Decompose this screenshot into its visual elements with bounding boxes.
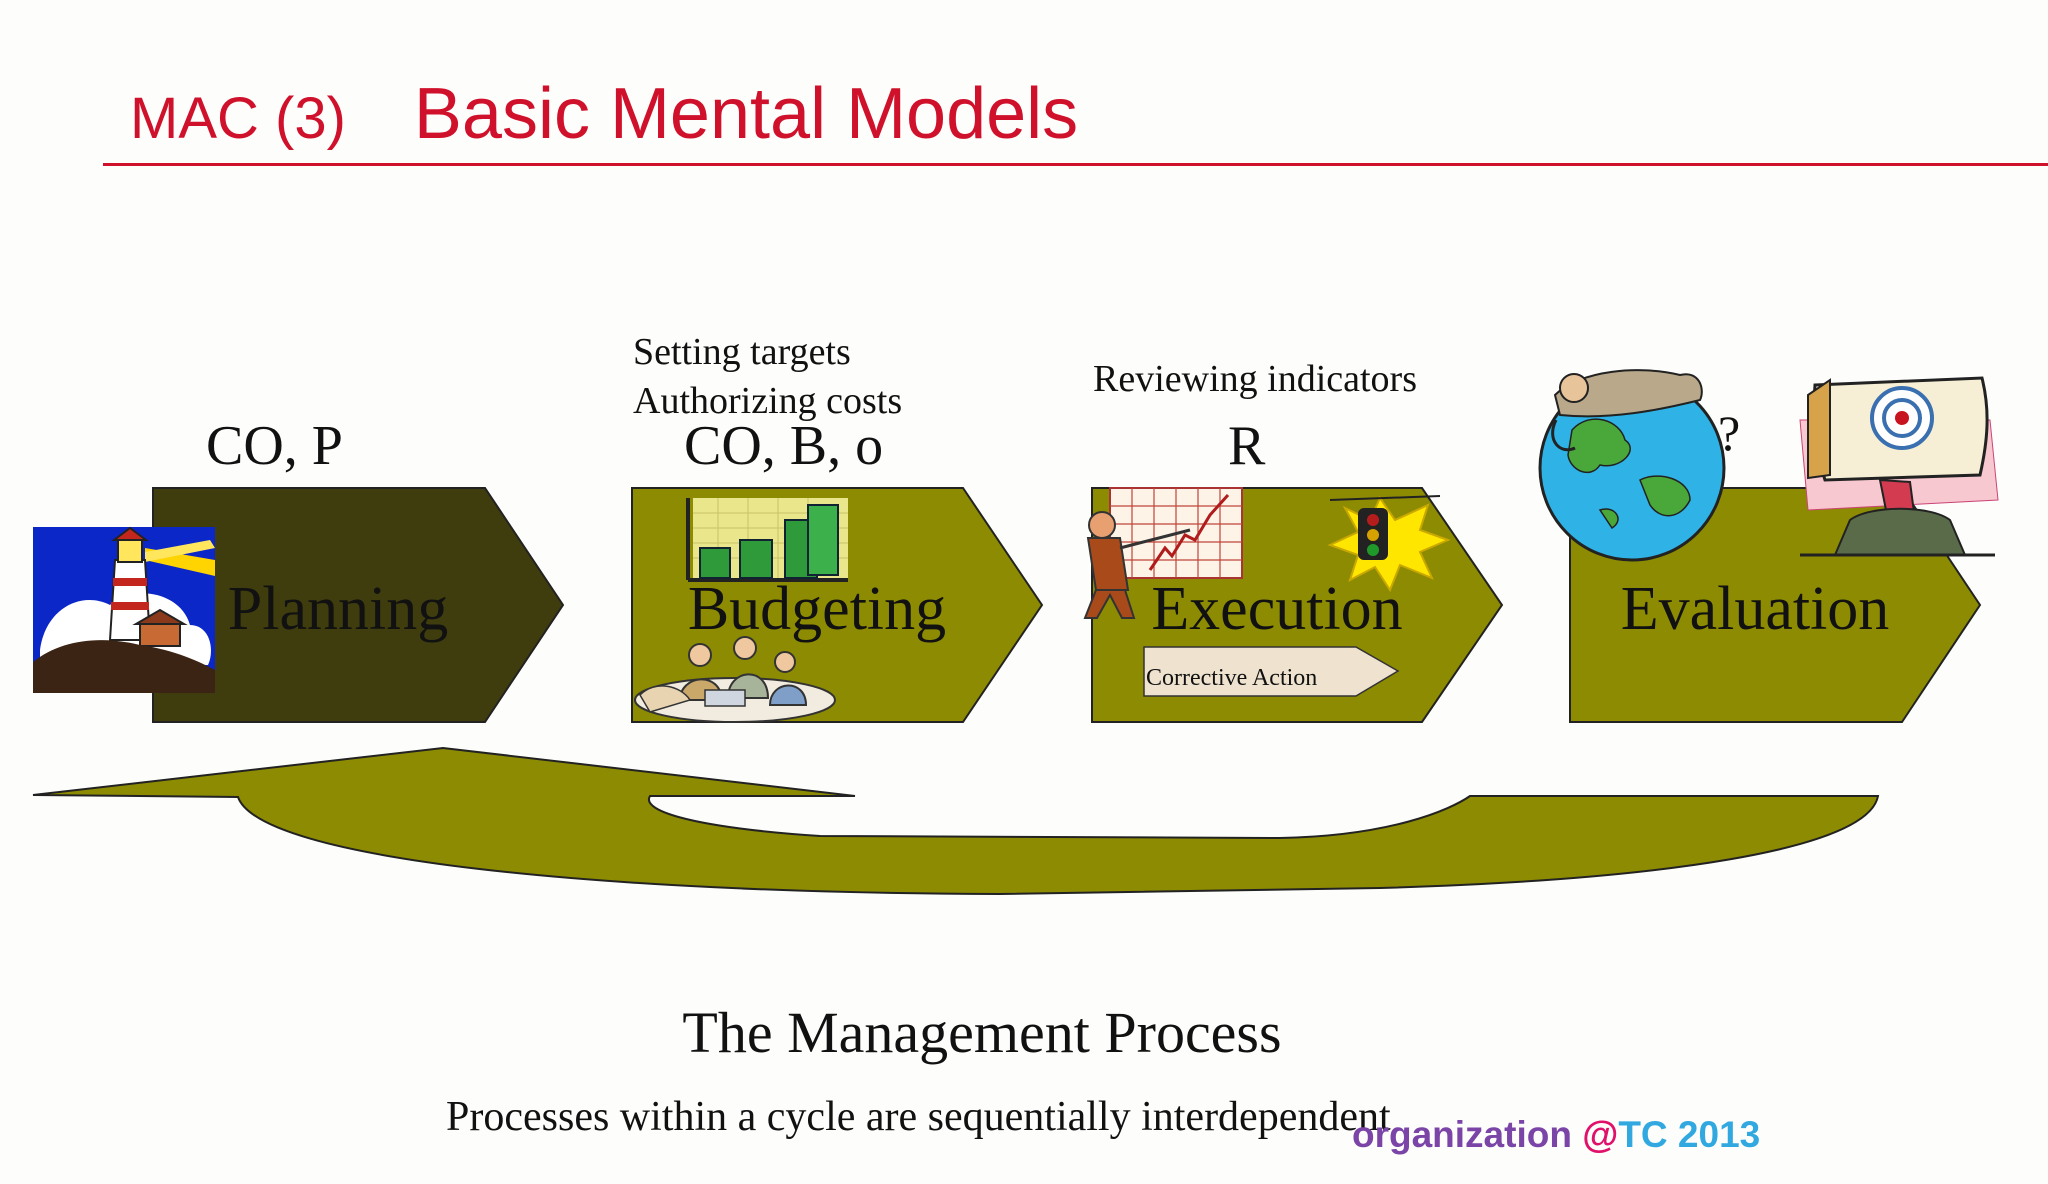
slide-title: MAC (3)Basic Mental Models [130, 78, 1078, 150]
watermark-org: organization [1352, 1114, 1572, 1155]
corrective-action-label: Corrective Action [1146, 665, 1318, 691]
stage-label-planning: Planning [227, 575, 449, 643]
code-planning: CO, P [206, 415, 343, 477]
stage-label-execution: Execution [1151, 575, 1403, 643]
process-subtitle: Processes within a cycle are sequentiall… [446, 1094, 1391, 1140]
target-person-icon [1799, 376, 1999, 557]
money-chart-icon [686, 498, 848, 582]
meeting-people-icon [634, 636, 836, 723]
code-budgeting: CO, B, o [684, 415, 884, 477]
slide-title-prefix: MAC (3) [130, 86, 346, 151]
budgeting-note-1: Setting targets [633, 331, 851, 373]
slide-title-main: Basic Mental Models [413, 74, 1079, 154]
execution-note-1: Reviewing indicators [1093, 358, 1417, 400]
stage-label-evaluation: Evaluation [1620, 575, 1890, 643]
watermark-at: @ [1582, 1114, 1619, 1155]
lighthouse-icon [33, 526, 215, 693]
title-underline [103, 163, 2048, 166]
watermark-year: TC 2013 [1618, 1114, 1761, 1155]
globe-thinker-icon: ? [1538, 369, 1740, 562]
budgeting-note-2: Authorizing costs [633, 380, 903, 422]
corrective-action-arrow [1143, 646, 1400, 697]
traffic-light-icon [1327, 495, 1451, 593]
process-title: The Management Process [682, 1000, 1282, 1065]
code-execution: R [1228, 415, 1266, 477]
presenter-chart-icon [1083, 487, 1243, 619]
question-mark: ? [1718, 405, 1740, 461]
stage-label-budgeting: Budgeting [687, 575, 947, 643]
watermark: organization @TC 2013 [1352, 1116, 1760, 1153]
feedback-arrow [32, 746, 1880, 896]
